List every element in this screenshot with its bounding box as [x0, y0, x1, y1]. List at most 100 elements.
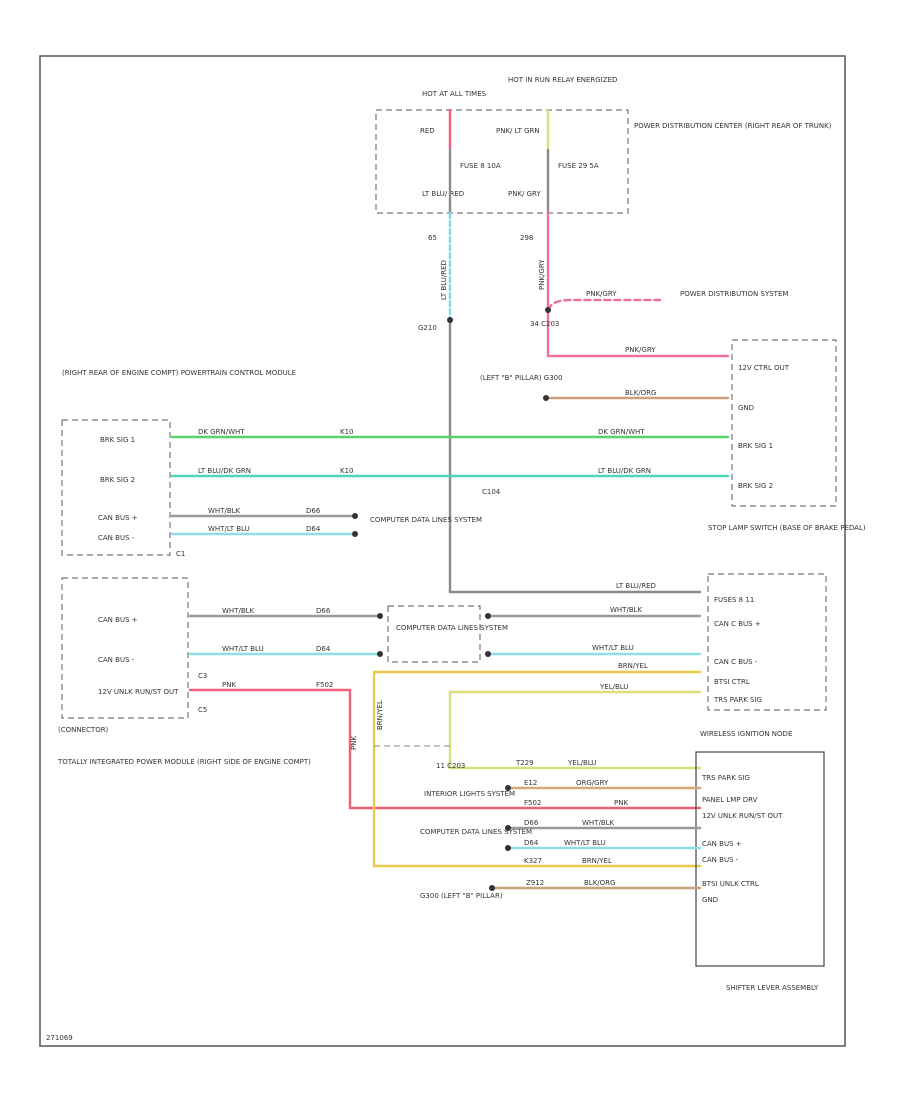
stop-lamp-pin-brk1: BRK SIG 1 [738, 442, 773, 450]
wire-brn-yel-loop [372, 670, 702, 868]
shifter-blk-org-label: BLK/ORG [584, 879, 615, 887]
pcm-box [61, 419, 171, 556]
wire-pcm-wht-lt-blu-label: WHT/LT BLU [208, 525, 250, 533]
shifter-e12: E12 [524, 779, 537, 787]
tipm-pin-canp: CAN BUS + [98, 616, 138, 624]
tipm-label: TOTALLY INTEGRATED POWER MODULE (RIGHT S… [57, 758, 311, 766]
wire-brn-yel-label: BRN/YEL [618, 662, 648, 670]
pdc-hot-at-all-times: HOT AT ALL TIMES [422, 90, 487, 98]
shifter-org-gry-label: ORG/GRY [576, 779, 609, 787]
shifter-g300-label: G300 (LEFT "B" PILLAR) [420, 892, 503, 900]
shifter-pin-unlk: 12V UNLK RUN/ST OUT [702, 812, 783, 820]
wireless-pin-btsi: BTSI CTRL [714, 678, 750, 686]
pdc-hot-in-run: HOT IN RUN RELAY ENERGIZED [508, 76, 617, 84]
wire-wireless-wht-lt-blu-label: WHT/LT BLU [592, 644, 634, 652]
ground-g300-label: (LEFT "B" PILLAR) G300 [480, 374, 563, 382]
pdc-box [375, 109, 629, 214]
shifter-computer-data-label: COMPUTER DATA LINES SYSTEM [420, 828, 532, 836]
splice-interior [505, 785, 511, 791]
shifter-d66: D66 [524, 819, 539, 827]
splice-g300 [543, 395, 549, 401]
wire-tipm-wht-blk-label: WHT/BLK [222, 607, 255, 615]
shifter-pin-gnd: GND [702, 896, 718, 904]
splice-wireless-d64 [485, 651, 491, 657]
wire-pcm-d66: D66 [306, 507, 321, 515]
wire-k10-1: K10 [340, 428, 354, 436]
shifter-t229: T229 [515, 759, 534, 767]
pcm-pin-brk1: BRK SIG 1 [100, 436, 135, 444]
shifter-interior-label: INTERIOR LIGHTS SYSTEM [424, 790, 515, 798]
pdc-lt-blu-red: LT BLU/ RED [422, 190, 464, 198]
pdc-pnk-grn: PNK/ GRY [508, 190, 541, 198]
wire-tipm-f502: F502 [316, 681, 333, 689]
outer-frame [39, 55, 846, 1047]
tipm-box [61, 577, 189, 719]
tipm-pin-canm: CAN BUS - [98, 656, 135, 664]
splice-shifter-d66 [505, 825, 511, 831]
wire-tipm-wht-lt-blu-label: WHT/LT BLU [222, 645, 264, 653]
shifter-yel-blu-label: YEL/BLU [567, 759, 596, 767]
splice-pcm-d66 [352, 513, 358, 519]
shifter-d64: D64 [524, 839, 539, 847]
pdc-red-label: RED [420, 127, 435, 135]
tipm-connector: (CONNECTOR) [58, 726, 109, 734]
wireless-label: WIRELESS IGNITION NODE [700, 730, 792, 738]
splice-shifter-g300 [489, 885, 495, 891]
wire-pnk-to-stop-label: PNK/GRY [625, 346, 656, 354]
stop-lamp-pin-brk2: BRK SIG 2 [738, 482, 773, 490]
wire-k10-2: K10 [340, 467, 354, 475]
wire-pcm-d64: D64 [306, 525, 321, 533]
splice-g210 [447, 317, 453, 323]
tipm-computer-data-bracket [387, 605, 481, 663]
shifter-z912: Z912 [526, 879, 544, 887]
shifter-pin-btsi: BTSI UNLK CTRL [702, 880, 759, 888]
shifter-pin-canp: CAN BUS + [702, 840, 742, 848]
pdc-fuse8: FUSE 8 10A [460, 162, 501, 170]
tipm-pin-unlk: 12V UNLK RUN/ST OUT [98, 688, 179, 696]
pcm-pin-canp: CAN BUS + [98, 514, 138, 522]
wire-pnk-grn-h-label: PNK/GRY [586, 290, 617, 298]
pds-label: POWER DISTRIBUTION SYSTEM [680, 290, 788, 298]
pcm-computer-data-label: COMPUTER DATA LINES SYSTEM [370, 516, 482, 524]
pdc-connector-65: 65 [428, 234, 437, 242]
wire-tipm-d66: D66 [316, 607, 331, 615]
shifter-pin-panel: PANEL LMP DRV [702, 796, 758, 804]
wire-lt-blu-red-h-label: LT BLU/RED [616, 582, 656, 590]
wire-yel-blu-label: YEL/BLU [599, 683, 628, 691]
wire-dk-grn-wht-label-1: DK GRN/WHT [198, 428, 245, 436]
shifter-f502: F502 [524, 799, 541, 807]
footer-code: 271069 [46, 1034, 73, 1042]
wire-shifter-pnk-v: PNK [350, 736, 358, 750]
wire-tipm-pnk-label: PNK [222, 681, 236, 689]
wire-pnk-grn-vert-label: PNK/GRY [538, 259, 546, 290]
wire-pcm-wht-blk-label: WHT/BLK [208, 507, 241, 515]
tipm-c5: C5 [198, 706, 207, 714]
wire-lt-blu-dk-grn-label-1: LT BLU/DK GRN [198, 467, 251, 475]
wire-blk-org-stop-label: BLK/ORG [625, 389, 656, 397]
stop-lamp-label: STOP LAMP SWITCH (BASE OF BRAKE PEDAL) [708, 524, 866, 532]
pcm-pin-canm: CAN BUS - [98, 534, 135, 542]
pcm-c1: C1 [176, 550, 185, 558]
stop-lamp-pin-gnd: GND [738, 404, 754, 412]
wire-tipm-d64: D64 [316, 645, 331, 653]
wire-lt-blu-red-vert-label: LT BLU/RED [440, 260, 448, 300]
splice-wireless-d66 [485, 613, 491, 619]
tipm-computer-data-label: COMPUTER DATA LINES SYSTEM [396, 624, 508, 632]
wireless-pin-canm: CAN C BUS - [714, 658, 758, 666]
splice-tipm-d66 [377, 613, 383, 619]
connector-c104: C104 [482, 488, 501, 496]
splice-shifter-d64 [505, 845, 511, 851]
connector-g210: G210 [418, 324, 437, 332]
wireless-box [707, 573, 827, 711]
tipm-c3: C3 [198, 672, 207, 680]
shifter-label: SHIFTER LEVER ASSEMBLY [726, 984, 819, 992]
shifter-pin-trs: TRS PARK SIG [701, 774, 750, 782]
wire-lt-blu-dk-grn-label-2: LT BLU/DK GRN [598, 467, 651, 475]
shifter-k327: K327 [524, 857, 542, 865]
pdc-pnk-lt-grn: PNK/ LT GRN [496, 127, 540, 135]
shifter-wht-lt-blu-label: WHT/LT BLU [564, 839, 606, 847]
shifter-box [695, 751, 825, 967]
shifter-brn-yel-label: BRN/YEL [582, 857, 612, 865]
